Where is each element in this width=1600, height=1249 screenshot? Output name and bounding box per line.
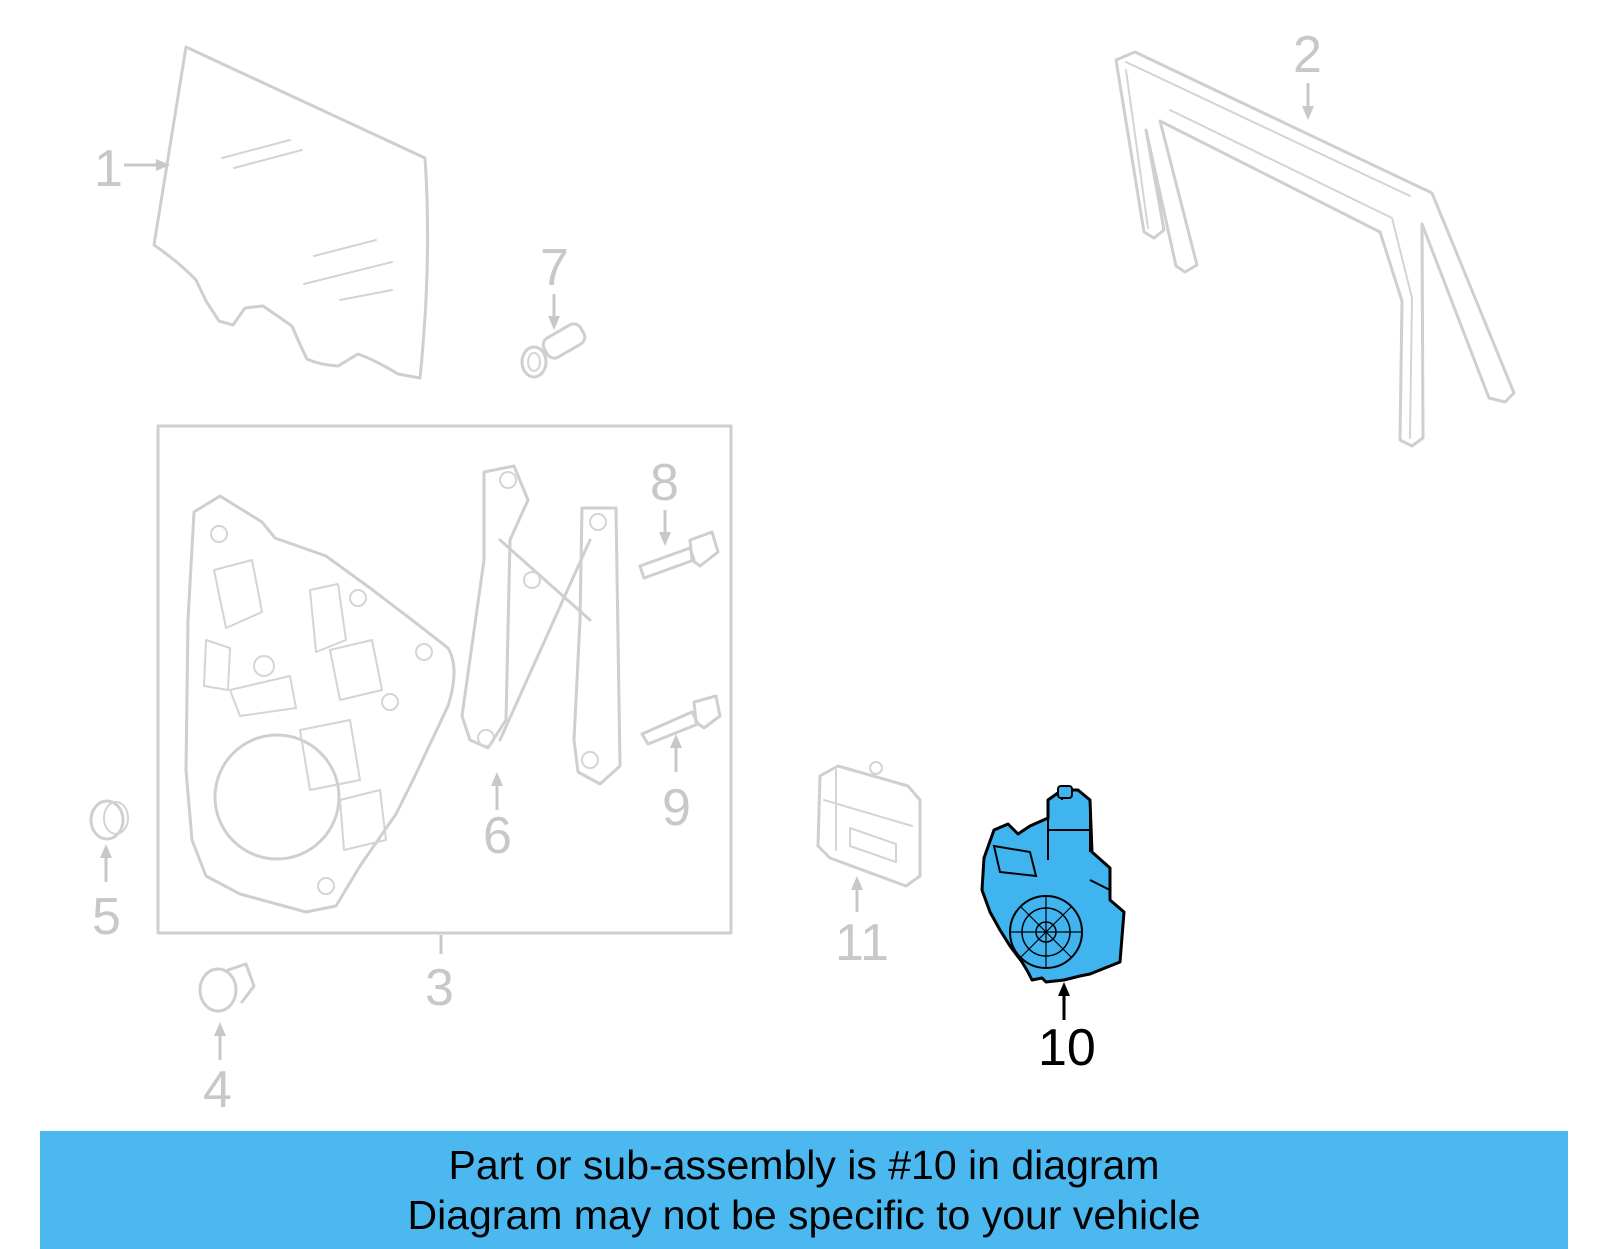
part-2-run-channel[interactable] [1114, 50, 1516, 448]
part-5-clip[interactable] [89, 799, 129, 841]
arrow-10 [1058, 982, 1070, 1020]
banner-line-part: Part or sub-assembly is #10 in diagram [448, 1142, 1160, 1188]
banner-line-disclaimer: Diagram may not be specific to your vehi… [407, 1192, 1201, 1238]
part-11-control-module[interactable] [816, 761, 922, 888]
arrow-9 [670, 734, 682, 772]
part-3-door-module-carrier[interactable] [184, 494, 456, 914]
arrow-1 [124, 159, 170, 171]
arrow-8 [659, 510, 671, 546]
arrow-5 [100, 844, 112, 882]
part-8-bolt[interactable] [638, 530, 720, 580]
callout-2: 2 [1293, 26, 1322, 84]
callout-7: 7 [540, 239, 569, 297]
callout-10: 10 [1038, 1019, 1096, 1077]
arrow-2 [1302, 83, 1314, 120]
callout-4: 4 [203, 1061, 232, 1119]
callout-8: 8 [650, 454, 679, 512]
part-3-assembly-frame[interactable] [156, 424, 733, 935]
callout-3: 3 [425, 959, 454, 1017]
arrow-4 [214, 1022, 226, 1060]
callout-9: 9 [662, 779, 691, 837]
arrow-6 [491, 772, 503, 810]
callout-1: 1 [94, 140, 123, 198]
part-1-door-glass[interactable] [152, 45, 430, 380]
part-4-clip[interactable] [198, 962, 256, 1013]
part-7-bolt[interactable] [520, 321, 588, 379]
arrow-7 [548, 294, 560, 330]
part-6-window-regulator[interactable] [460, 464, 622, 786]
part-9-bolt[interactable] [640, 694, 722, 746]
callout-11: 11 [835, 914, 889, 972]
callout-6: 6 [483, 807, 512, 865]
info-banner: Part or sub-assembly is #10 in diagram D… [40, 1131, 1568, 1249]
callout-5: 5 [92, 888, 121, 946]
arrow-11 [851, 876, 863, 912]
part-10-window-motor[interactable] [980, 785, 1126, 984]
